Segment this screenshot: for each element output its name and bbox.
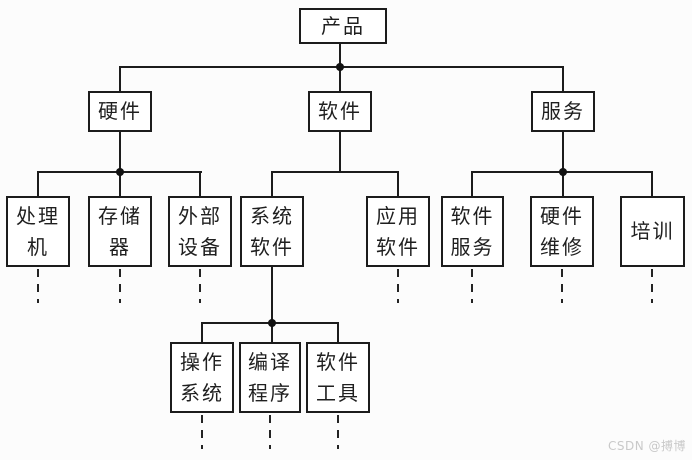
connector-drop-software-service: [471, 171, 473, 196]
continuation-dashed-line-software-tools: [337, 415, 339, 449]
connector-drop-compiler: [271, 322, 273, 342]
continuation-dashed-line-training: [651, 269, 653, 303]
node-software-tools: 软件 工具: [306, 342, 370, 413]
connector-drop-service: [562, 66, 564, 91]
connector-drop-storage: [119, 171, 121, 196]
continuation-dashed-line-processor: [37, 269, 39, 303]
junction-dot-system-software: [268, 319, 276, 327]
connector-drop-operating-system: [201, 322, 203, 342]
connector-hardware-stem: [119, 132, 121, 172]
node-compiler: 编译 程序: [239, 342, 301, 413]
continuation-dashed-line-compiler: [269, 415, 271, 449]
junction-dot-product: [336, 63, 344, 71]
connector-software-stem: [339, 132, 341, 172]
continuation-dashed-line-application-software: [397, 269, 399, 303]
connector-drop-processor: [37, 171, 39, 196]
continuation-dashed-line-external-devices: [199, 269, 201, 303]
node-storage: 存储 器: [88, 196, 152, 267]
node-operating-system: 操作 系统: [170, 342, 234, 413]
connector-drop-software: [339, 66, 341, 91]
connector-drop-hardware-maintenance: [562, 171, 564, 196]
node-software-service: 软件 服务: [441, 196, 504, 267]
connector-software-rail: [271, 171, 399, 173]
node-processor: 处理 机: [6, 196, 70, 267]
continuation-dashed-line-software-service: [471, 269, 473, 303]
connector-service-stem: [562, 132, 564, 172]
connector-drop-system-software: [271, 171, 273, 196]
node-service: 服务: [531, 91, 595, 132]
connector-drop-software-tools: [337, 322, 339, 342]
csdn-watermark: CSDN @搏博: [607, 439, 686, 453]
connector-product-stem: [339, 44, 341, 67]
junction-dot-service: [559, 168, 567, 176]
connector-drop-application-software: [397, 171, 399, 196]
connector-drop-hardware: [119, 66, 121, 91]
node-hardware: 硬件: [88, 91, 152, 132]
continuation-dashed-line-storage: [119, 269, 121, 303]
node-system-software: 系统 软件: [240, 196, 304, 267]
node-application-software: 应用 软件: [366, 196, 430, 267]
node-product: 产品: [299, 8, 387, 44]
connector-drop-training: [651, 171, 653, 196]
connector-drop-external-devices: [199, 171, 201, 196]
continuation-dashed-line-hardware-maintenance: [561, 269, 563, 303]
connector-system-software-stem: [271, 267, 273, 323]
junction-dot-hardware: [116, 168, 124, 176]
node-software: 软件: [308, 91, 372, 132]
node-training: 培训: [620, 196, 685, 267]
node-external-devices: 外部 设备: [168, 196, 232, 267]
node-hardware-maintenance: 硬件 维修: [530, 196, 594, 267]
continuation-dashed-line-operating-system: [201, 415, 203, 449]
